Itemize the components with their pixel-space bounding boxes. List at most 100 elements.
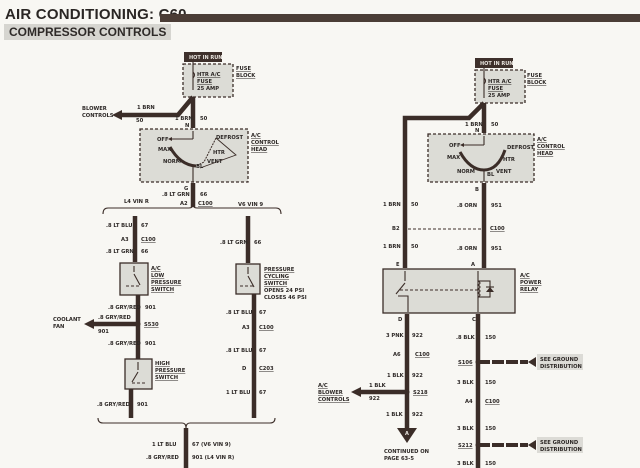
ac-power-relay — [382, 268, 516, 314]
wire-color: 3 BLK — [457, 380, 475, 386]
pin-label: G — [184, 186, 188, 192]
arrow-icon — [528, 440, 536, 450]
fuse-rating: 25 AMP — [197, 86, 219, 92]
control-head-label: A/C — [537, 137, 547, 143]
blower-controls-label: CONTROLS — [82, 113, 114, 119]
blower-controls-label: A/C — [318, 383, 328, 389]
pin-label: A2 — [180, 201, 188, 207]
continuation-arrow-icon — [397, 428, 417, 443]
wire-circuit: 66 — [200, 192, 208, 198]
wire-blower-feed — [122, 95, 195, 118]
wire-circuit: 150 — [485, 380, 496, 386]
wire-circuit: 150 — [485, 426, 496, 432]
wire-circuit: 922 — [412, 333, 423, 339]
relay-label: RELAY — [520, 287, 538, 293]
arrow-icon — [528, 357, 536, 367]
switch-spec: OPENS 24 PSI — [264, 288, 304, 294]
switch-label: HIGH — [155, 361, 170, 367]
wire-circuit: 50 — [411, 202, 419, 208]
splice-label: S530 — [144, 322, 159, 328]
wire-circuit: 66 — [254, 240, 262, 246]
pin-label: N — [185, 123, 189, 129]
fuse-name: FUSE — [197, 79, 212, 85]
fuse-block-label: FUSE — [236, 66, 251, 72]
pin-label: D — [398, 317, 403, 323]
connector-label: C100 — [259, 325, 274, 331]
wire-circuit: 922 — [412, 373, 423, 379]
hot-in-run-label: HOT IN RUN — [480, 61, 513, 67]
wire-circuit: 901 — [98, 329, 109, 335]
continuation-marker: A — [405, 431, 409, 437]
mode-htr: HTR — [503, 157, 515, 163]
pin-label: E — [396, 262, 400, 268]
wire-circuit: 67 — [259, 310, 267, 316]
title-rule — [160, 14, 640, 22]
wire-circuit: 901 — [145, 305, 156, 311]
wire-circuit: 150 — [485, 335, 496, 341]
wire-color: 1 BLK — [369, 383, 387, 389]
fuse-name: FUSE — [488, 86, 503, 92]
pin-label: A3 — [242, 325, 250, 331]
fuse-block-label: BLOCK — [236, 73, 256, 79]
wire-color: 1 LT BLU — [226, 390, 251, 396]
wire-circuit: 50 — [136, 118, 144, 124]
right-circuit: HOT IN RUN FUSE BLOCK HTR A/C FUSE 25 AM… — [318, 58, 583, 468]
wire-circuit: 901 — [137, 402, 148, 408]
splice-label: S212 — [458, 443, 473, 449]
mode-off: OFF — [449, 143, 461, 149]
wire-color: .8 GRY/RED — [108, 305, 142, 311]
mode-htr: HTR — [213, 150, 225, 156]
mode-bl: BL — [196, 164, 204, 170]
wire-circuit: 901 (L4 VIN R) — [192, 455, 234, 461]
wire-circuit: 922 — [412, 412, 423, 418]
wire-color: .8 BLK — [456, 335, 476, 341]
wire-circuit: 67 — [141, 223, 149, 229]
switch-label: SWITCH — [264, 281, 287, 287]
wire-circuit: 50 — [200, 116, 208, 122]
wire-circuit: 67 (V6 VIN 9) — [192, 442, 231, 448]
control-head-label: HEAD — [537, 151, 554, 157]
mode-max: MAX — [158, 147, 171, 153]
ground-distribution-box — [537, 437, 583, 453]
switch-label: SWITCH — [151, 287, 174, 293]
fuse-icon — [192, 71, 196, 79]
fuse-name: HTR A/C — [488, 79, 512, 85]
wire-color: .8 GRY/RED — [97, 402, 131, 408]
connector-label: C100 — [485, 399, 500, 405]
mode-norm: NORM — [457, 169, 475, 175]
switch-label: LOW — [151, 273, 165, 279]
wire-color: .8 LT GRN — [162, 192, 190, 198]
continued-label: PAGE 63-5 — [384, 456, 414, 462]
connector-label: C100 — [141, 237, 156, 243]
diode-icon — [486, 287, 494, 292]
switch-label: PRESSURE — [151, 280, 182, 286]
continued-label: CONTINUED ON — [384, 449, 429, 455]
mode-defrost: DEFROST — [216, 135, 244, 141]
blower-controls-label: CONTROLS — [318, 397, 350, 403]
fuse-block-label: FUSE — [527, 73, 542, 79]
wire-color: .8 LT BLU — [226, 348, 252, 354]
arrow-icon — [168, 137, 172, 141]
relay-blade — [395, 282, 406, 295]
connector-label: C100 — [415, 352, 430, 358]
arrow-left-icon — [351, 387, 361, 397]
pin-label: B2 — [392, 226, 400, 232]
merge-brace — [97, 417, 276, 429]
pin-label: N — [475, 128, 479, 134]
wire-color: 1 BRN — [175, 116, 193, 122]
blower-controls-label: BLOWER — [318, 390, 343, 396]
pin-label: B — [475, 187, 479, 193]
wire-circuit: 66 — [141, 249, 149, 255]
switch-label: PRESSURE — [264, 267, 295, 273]
splice-label: S218 — [413, 390, 428, 396]
wire-color: 1 BLK — [387, 373, 405, 379]
connector-label: C203 — [259, 366, 274, 372]
relay-label: POWER — [520, 280, 541, 286]
mode-arc — [168, 146, 197, 168]
mode-vent: VENT — [207, 159, 223, 165]
wire-color: .8 ORN — [457, 203, 477, 209]
switch-spec: CLOSES 46 PSI — [264, 295, 307, 301]
fuse-block — [474, 69, 526, 104]
